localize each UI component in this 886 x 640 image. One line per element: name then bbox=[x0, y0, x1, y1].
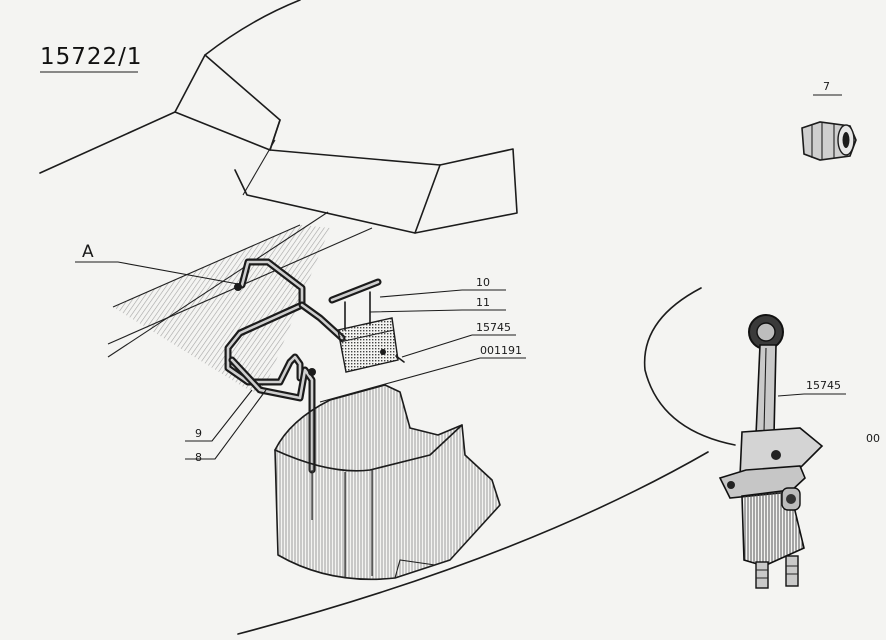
fuel-tank-body bbox=[274, 384, 501, 581]
callout-label-001191: 001191 bbox=[480, 344, 522, 357]
leader-lines bbox=[40, 71, 846, 460]
callout-label-00-edge: 00 bbox=[866, 432, 880, 445]
hydraulic-piping bbox=[224, 258, 346, 474]
callout-label-9: 9 bbox=[195, 427, 202, 440]
callout-label-10: 10 bbox=[476, 276, 490, 289]
sheet-number: 15722/1 bbox=[40, 44, 143, 70]
cab-roof-outline bbox=[39, 0, 518, 234]
detail-boundary-arc bbox=[643, 287, 736, 446]
hand-pump-assembly bbox=[328, 278, 405, 373]
callout-label-15745-detail: 15745 bbox=[806, 379, 841, 392]
fitting-7-drawing bbox=[801, 121, 857, 161]
floor-edge-curve bbox=[237, 451, 709, 635]
callout-label-15745: 15745 bbox=[476, 321, 511, 334]
callout-label-7: 7 bbox=[823, 80, 830, 93]
callout-label-a: A bbox=[82, 242, 94, 262]
hand-pump-15745-detail bbox=[718, 314, 824, 589]
callout-label-8: 8 bbox=[195, 451, 202, 464]
callout-label-11: 11 bbox=[476, 296, 490, 309]
